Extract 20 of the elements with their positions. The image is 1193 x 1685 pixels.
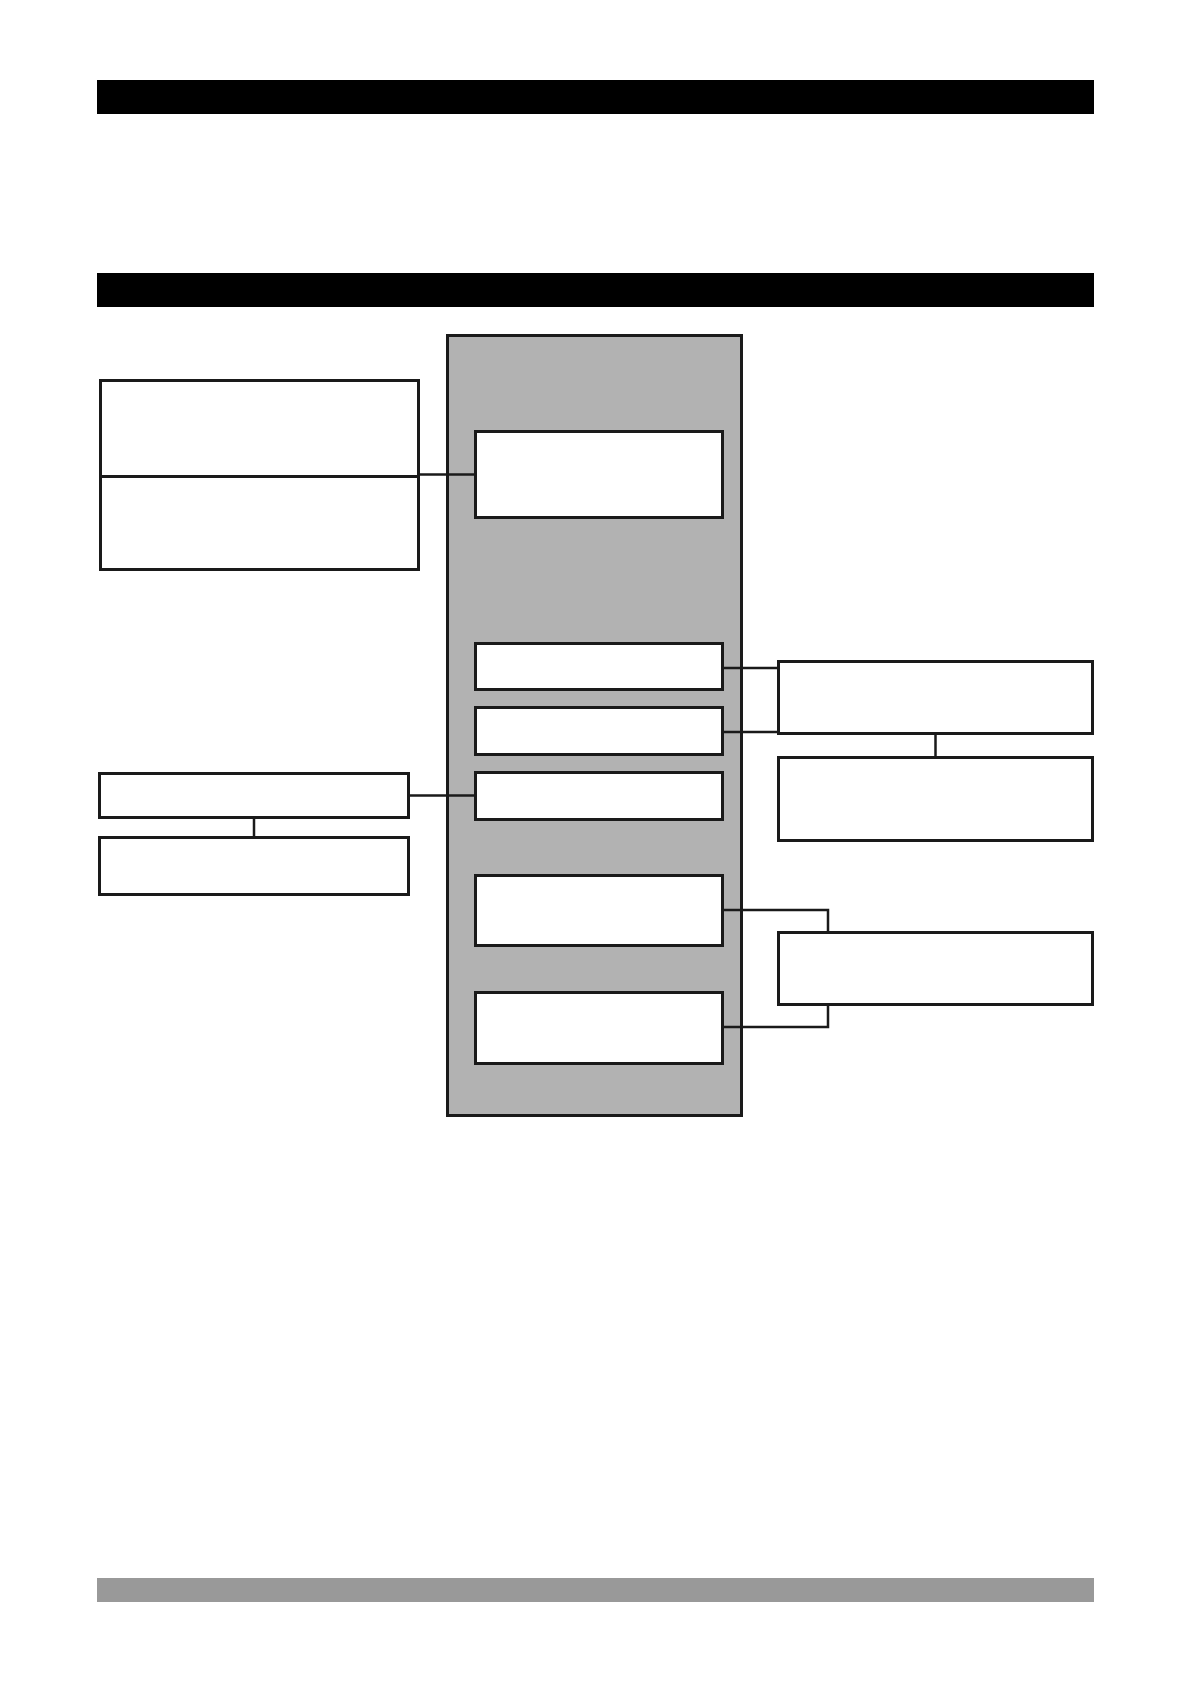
box [777,931,1094,1006]
panel [446,334,743,1117]
box [474,874,724,947]
connector-line [410,794,474,797]
connector-line [420,473,474,476]
connector-line [934,735,937,756]
box [98,836,410,896]
box [777,660,1094,735]
box [474,991,724,1065]
box [474,771,724,821]
box [474,706,724,756]
connector-line [724,1006,830,1029]
box [777,756,1094,842]
connector-line [724,666,777,670]
connector-line [724,908,830,931]
box [474,430,724,519]
box [99,379,420,571]
box [474,642,724,691]
connector-line [724,730,777,734]
box [98,772,410,819]
